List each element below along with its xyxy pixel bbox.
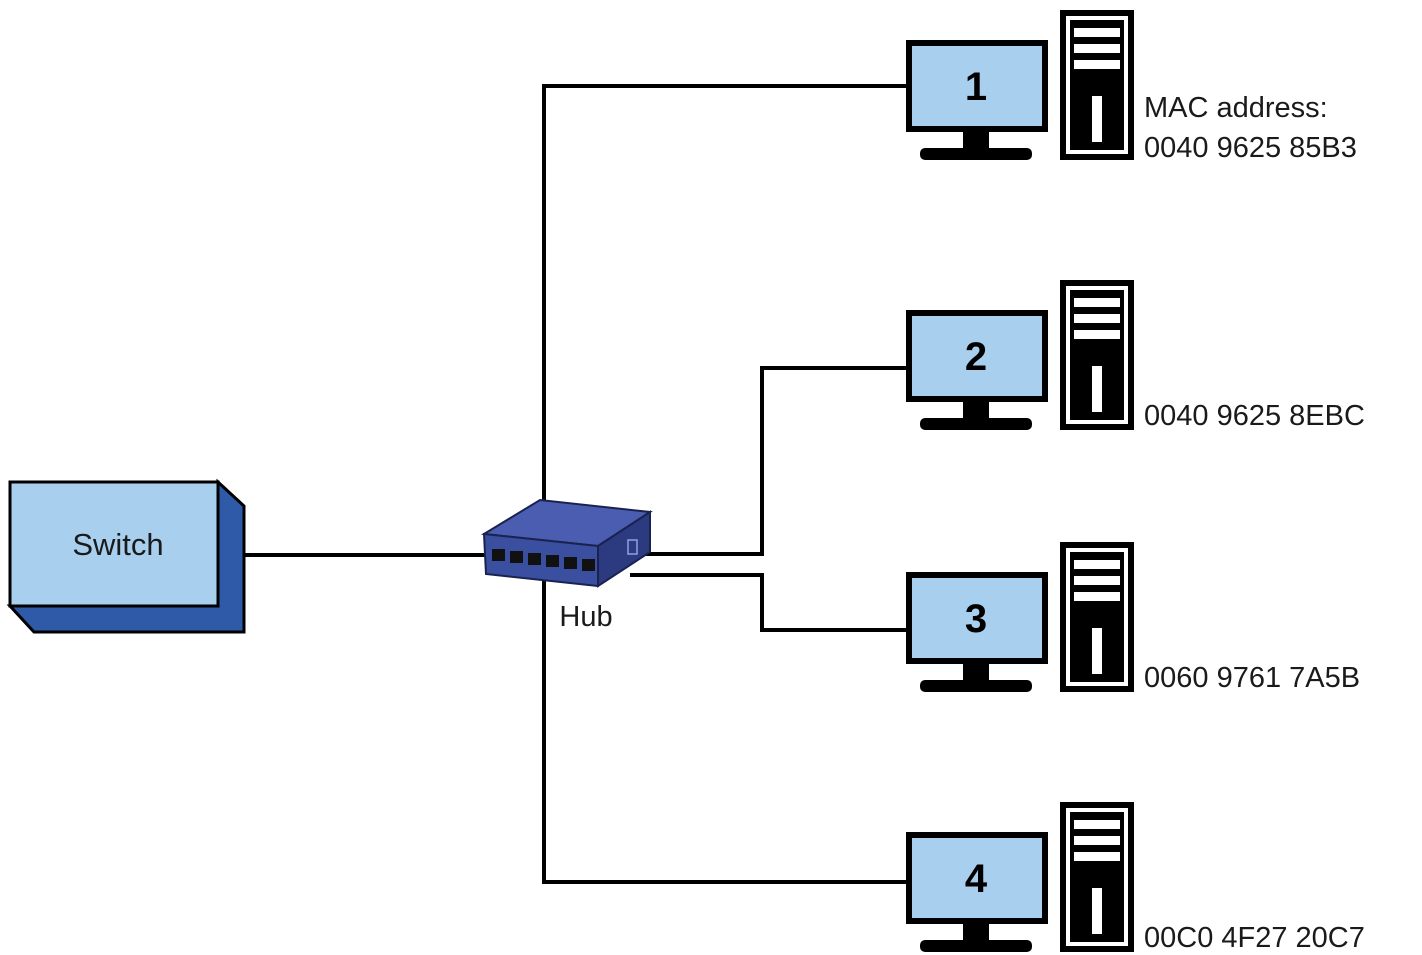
monitor-screen [912, 316, 1042, 396]
connection-lines [244, 84, 910, 884]
monitor-neck [963, 664, 989, 680]
hub-label: Hub [559, 601, 612, 633]
link-hub-pc4 [542, 580, 910, 884]
hub-ports [492, 549, 595, 571]
monitor-neck [963, 402, 989, 418]
link-hub-pc2 [640, 366, 910, 556]
monitor-screen [912, 578, 1042, 658]
switch: Switch [6, 478, 246, 634]
computer-4: 4 00C0 4F27 20C7 [906, 802, 1365, 954]
mac-address: 0040 9625 85B3 [1144, 132, 1357, 164]
tower-case [1060, 280, 1134, 430]
computer-number: 3 [965, 597, 987, 641]
hub: Hub [480, 498, 653, 633]
switch-front-face [8, 480, 220, 608]
computer-number: 1 [965, 65, 987, 109]
hub-port [582, 559, 595, 571]
mac-address: 0060 9761 7A5B [1144, 662, 1360, 694]
hub-port [510, 551, 523, 563]
monitor-base [920, 148, 1032, 160]
computer-3: 3 0060 9761 7A5B [906, 542, 1360, 694]
monitor-base [920, 418, 1032, 430]
computer-1: 1 MAC address: 0040 9625 85B3 [906, 10, 1357, 164]
computer-number: 4 [965, 857, 988, 901]
hub-port [546, 555, 559, 567]
monitor-neck [963, 132, 989, 148]
mac-address: 0040 9625 8EBC [1144, 400, 1365, 432]
monitor-base [920, 940, 1032, 952]
link-hub-pc1 [542, 84, 910, 510]
tower-case [1060, 802, 1134, 952]
tower-case [1060, 10, 1134, 160]
hub-port [492, 549, 505, 561]
switch-label: Switch [72, 527, 163, 562]
hub-port [528, 553, 541, 565]
monitor-neck [963, 924, 989, 940]
hub-side-vent [627, 539, 638, 555]
mac-caption: MAC address: [1144, 92, 1328, 124]
computer-2: 2 0040 9625 8EBC [906, 280, 1365, 432]
hub-port [564, 557, 577, 569]
monitor-screen [912, 46, 1042, 126]
tower-case [1060, 542, 1134, 692]
monitor-base [920, 680, 1032, 692]
link-hub-pc3 [630, 573, 910, 632]
mac-address: 00C0 4F27 20C7 [1144, 922, 1365, 954]
monitor-screen [912, 838, 1042, 918]
computer-number: 2 [965, 335, 987, 379]
